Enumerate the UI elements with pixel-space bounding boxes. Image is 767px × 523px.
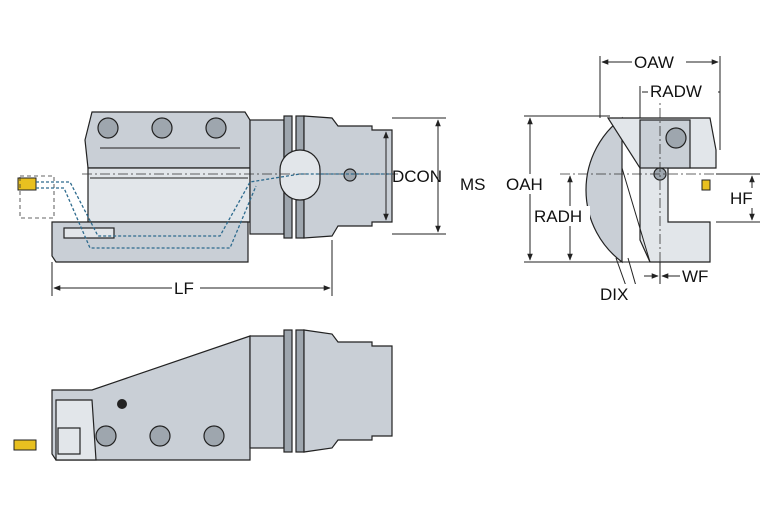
dcon-label: DCON bbox=[392, 167, 442, 186]
plan-pin bbox=[117, 399, 127, 409]
plan-neck bbox=[249, 335, 285, 449]
coupling-groove bbox=[279, 149, 321, 201]
top-side-view: DCON MS LF bbox=[17, 111, 486, 298]
radw-label: RADW bbox=[650, 82, 702, 101]
hf-label: HF bbox=[730, 189, 753, 208]
coupling-hole bbox=[343, 168, 357, 182]
middle-body bbox=[87, 167, 251, 223]
dix-label: DIX bbox=[600, 285, 628, 304]
oah-label: OAH bbox=[506, 175, 543, 194]
coolant-path bbox=[36, 173, 392, 237]
clamp-screw-2 bbox=[151, 117, 173, 139]
plan-coupling bbox=[303, 329, 393, 453]
radh-label: RADH bbox=[534, 207, 582, 226]
clamp-screw-3 bbox=[205, 117, 227, 139]
blade-slot bbox=[63, 227, 115, 239]
lf-label: LF bbox=[174, 279, 194, 298]
end-view: OAW RADW OAH RADH HF DIX WF bbox=[504, 50, 760, 304]
end-screw-head bbox=[665, 127, 687, 149]
end-view-round bbox=[585, 116, 623, 264]
bottom-plan-view bbox=[13, 329, 393, 461]
ms-label: MS bbox=[460, 175, 486, 194]
wf-label: WF bbox=[682, 267, 708, 286]
plan-flange-ring-2 bbox=[295, 329, 305, 453]
end-view-insert bbox=[701, 179, 711, 191]
plan-insert bbox=[13, 439, 37, 451]
cutting-insert bbox=[17, 177, 37, 191]
clamp-screw-1 bbox=[97, 117, 119, 139]
oaw-label: OAW bbox=[634, 53, 674, 72]
plan-screw-2 bbox=[149, 425, 171, 447]
plan-flange-ring-1 bbox=[283, 329, 293, 453]
plan-screw-1 bbox=[95, 425, 117, 447]
plan-screw-3 bbox=[203, 425, 225, 447]
